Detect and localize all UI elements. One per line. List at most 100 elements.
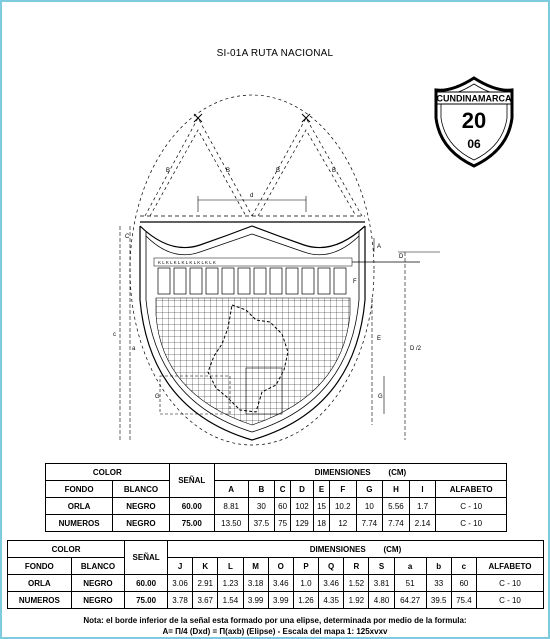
t2-cell: 2.91 bbox=[192, 574, 219, 592]
letter-tile bbox=[301, 267, 315, 295]
t2-col: K bbox=[192, 557, 219, 575]
t2-col: Q bbox=[318, 557, 345, 575]
t1-cell: 10 bbox=[355, 497, 384, 515]
t1-row-name: ORLA bbox=[44, 497, 114, 515]
t2-col: J bbox=[166, 557, 194, 575]
triangle-vertex-marks bbox=[193, 113, 311, 123]
t1-cell-alfabeto: C - 10 bbox=[435, 514, 507, 532]
t1-cell: 102 bbox=[290, 497, 315, 515]
t1-cell-alfabeto: C - 10 bbox=[435, 497, 507, 515]
emblem-number: 20 bbox=[462, 108, 486, 133]
letter-tile bbox=[205, 267, 219, 295]
dimensions-table-1: COLOR SEÑAL DIMENSIONES (CM) FONDO BLANC… bbox=[44, 463, 508, 532]
t2-cell: 60 bbox=[450, 574, 477, 592]
t2-col: R bbox=[343, 557, 370, 575]
t2-cell: 64.27 bbox=[393, 591, 427, 609]
t2-cell: 3.67 bbox=[192, 591, 219, 609]
t2-col: M bbox=[242, 557, 269, 575]
table-row: NUMEROS NEGRO 75.00 13.50 37.5 75 129 18… bbox=[44, 514, 507, 532]
t1-h-blanco: BLANCO bbox=[112, 480, 170, 498]
label-D2: D /2 bbox=[410, 346, 422, 352]
letter-tile bbox=[189, 267, 203, 295]
t1-h-dim: DIMENSIONES (CM) bbox=[213, 463, 508, 481]
t2-cell: 3.06 bbox=[166, 574, 194, 592]
t2-col: a bbox=[393, 557, 427, 575]
t2-cell: 1.0 bbox=[292, 574, 320, 592]
t2-cell-alfabeto: C - 10 bbox=[475, 591, 545, 609]
construction-triangles bbox=[144, 117, 363, 217]
letter-tile bbox=[333, 267, 347, 295]
t1-col: D bbox=[290, 480, 315, 498]
t2-cell: 1.54 bbox=[217, 591, 244, 609]
t1-cell: 75 bbox=[274, 514, 292, 532]
letter-tiles bbox=[157, 267, 347, 295]
t2-col: S bbox=[368, 557, 395, 575]
t1-col: A bbox=[213, 480, 249, 498]
label-F: F bbox=[353, 279, 357, 285]
t1-col: G bbox=[355, 480, 384, 498]
t1-cell: 2.14 bbox=[408, 514, 437, 532]
dimensions-table-2: COLOR SEÑAL DIMENSIONES (CM) FONDO BLANC… bbox=[6, 540, 545, 609]
emblem-name: CUNDINAMARCA bbox=[437, 94, 512, 104]
note-line-2: A= Π/4 (Dxd) = Π(axb) (Elipse) - Escala … bbox=[162, 627, 388, 636]
t2-cell: 39.5 bbox=[425, 591, 452, 609]
t2-cell: 1.92 bbox=[343, 591, 370, 609]
t2-row-name: ORLA bbox=[7, 574, 72, 592]
label-A: A bbox=[377, 244, 381, 250]
t1-row-color: NEGRO bbox=[112, 497, 170, 515]
t2-cell: 3.46 bbox=[267, 574, 294, 592]
letter-tile bbox=[317, 267, 331, 295]
t2-cell: 75.4 bbox=[450, 591, 477, 609]
t2-cell: 3.18 bbox=[242, 574, 269, 592]
t1-row-senal: 60.00 bbox=[168, 497, 215, 515]
t2-row-name: NUMEROS bbox=[7, 591, 72, 609]
label-B-1: B bbox=[166, 168, 170, 174]
label-C: C bbox=[125, 234, 130, 240]
t1-cell: 129 bbox=[290, 514, 315, 532]
letter-tile bbox=[173, 267, 187, 295]
table-row: ORLA NEGRO 60.00 3.06 2.91 1.23 3.18 3.4… bbox=[7, 574, 545, 592]
t1-row-color: NEGRO bbox=[112, 514, 170, 532]
letter-tile bbox=[221, 267, 235, 295]
t2-col: L bbox=[217, 557, 244, 575]
t1-cell: 15 bbox=[313, 497, 330, 515]
t1-h-color: COLOR bbox=[45, 463, 170, 481]
t1-h-alfabeto: ALFABETO bbox=[435, 480, 507, 498]
t2-cell: 3.99 bbox=[267, 591, 294, 609]
t2-cell-alfabeto: C - 10 bbox=[475, 574, 545, 592]
department-outline bbox=[207, 304, 289, 413]
t2-row-senal: 60.00 bbox=[124, 574, 168, 592]
label-a: a bbox=[132, 346, 136, 352]
t1-col: F bbox=[328, 480, 357, 498]
note-line-1: Nota: el borde inferior de la señal esta… bbox=[83, 616, 467, 625]
label-B-3: B bbox=[276, 168, 280, 174]
t1-row-senal: 75.00 bbox=[168, 514, 215, 532]
t2-cell: 3.99 bbox=[242, 591, 269, 609]
table-row: NUMEROS NEGRO 75.00 3.78 3.67 1.54 3.99 … bbox=[7, 591, 545, 609]
t2-h-fondo: FONDO bbox=[7, 557, 72, 575]
t1-col: C bbox=[274, 480, 292, 498]
route-shield-emblem: CUNDINAMARCA 20 06 bbox=[434, 76, 514, 168]
label-G-right: G bbox=[378, 394, 383, 400]
dim-G-box-left bbox=[159, 375, 231, 415]
drawing-title: SI-01A RUTA NACIONAL bbox=[216, 48, 334, 59]
letter-tile bbox=[157, 267, 171, 295]
dim-G-box-right bbox=[245, 367, 283, 415]
letter-tile bbox=[269, 267, 283, 295]
t1-col: B bbox=[247, 480, 276, 498]
label-c: c bbox=[113, 332, 116, 338]
sign-crown bbox=[139, 225, 366, 249]
t1-cell: 30 bbox=[247, 497, 276, 515]
t1-row-name: NUMEROS bbox=[44, 514, 114, 532]
t2-h-color: COLOR bbox=[6, 540, 126, 558]
label-B-4: B bbox=[332, 168, 336, 174]
label-d: d bbox=[250, 193, 253, 199]
t2-h-alfabeto: ALFABETO bbox=[475, 557, 545, 575]
t2-cell: 51 bbox=[393, 574, 427, 592]
t1-cell: 18 bbox=[313, 514, 330, 532]
sign-crown-inner bbox=[145, 233, 360, 256]
t1-cell: 7.74 bbox=[382, 514, 410, 532]
t1-cell: 1.7 bbox=[408, 497, 437, 515]
t2-h-blanco: BLANCO bbox=[70, 557, 126, 575]
t1-cell: 12 bbox=[328, 514, 357, 532]
